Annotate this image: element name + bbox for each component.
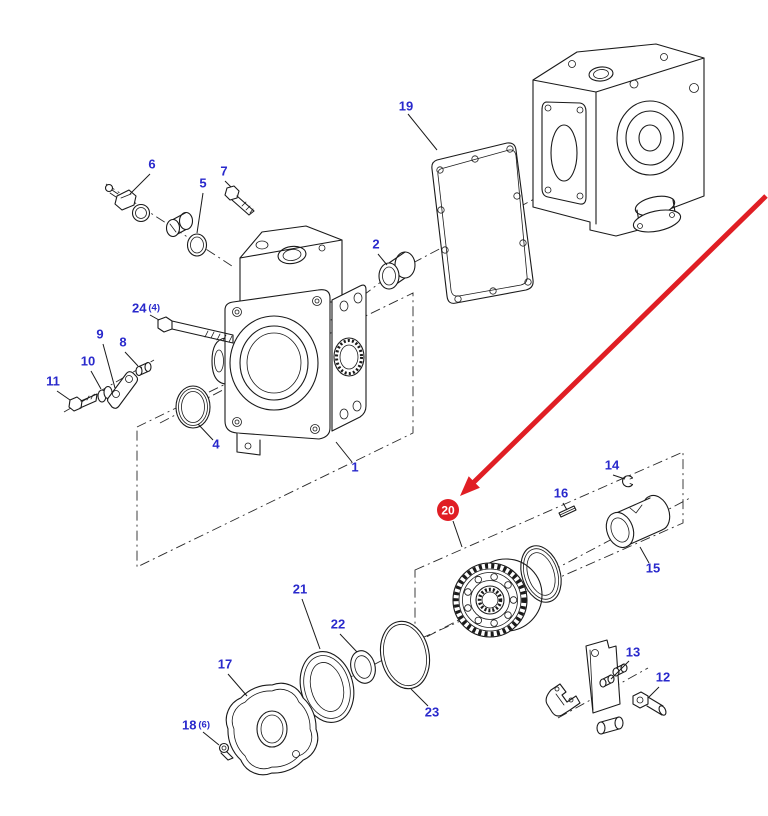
part-label-6: 6	[148, 157, 155, 172]
part-label-16: 16	[554, 486, 568, 501]
part-label-12: 12	[656, 670, 670, 685]
part-23-o-ring	[379, 620, 431, 690]
leader-lines	[56, 113, 660, 746]
part-5-plug	[165, 211, 208, 257]
part-label-19: 19	[399, 99, 413, 114]
part-label-20: 20	[441, 504, 455, 518]
part-16-pin	[558, 505, 577, 518]
part-mounting-bracket-assembly	[545, 639, 667, 735]
part-24-bolt	[157, 316, 234, 344]
part-label-2: 2	[372, 237, 379, 252]
part-17-cam-plate	[225, 682, 319, 776]
part-label-24: 24 (4)	[132, 301, 160, 316]
part-label-18: 18 (6)	[182, 718, 210, 733]
part-9-bracket	[106, 371, 139, 409]
part-clamp-yoke	[545, 683, 581, 717]
part-label-4: 4	[212, 437, 220, 452]
part-21-washer-plate	[299, 651, 355, 723]
part-13-pins	[599, 663, 628, 688]
part-22-ring	[350, 650, 376, 684]
part-19-gasket	[431, 142, 534, 304]
part-label-7: 7	[220, 164, 227, 179]
part-4-seal-ring	[175, 385, 211, 429]
part-label-10: 10	[81, 354, 95, 369]
part-20-highlight-badge	[437, 499, 459, 521]
part-6-plug-fitting	[104, 183, 151, 223]
part-18-screw	[218, 742, 234, 761]
part-20-gear-bearing	[452, 558, 543, 638]
highlight-arrow-shaft	[472, 194, 768, 484]
highlight-arrow	[460, 194, 768, 496]
part-label-21: 21	[293, 582, 307, 597]
part-label-9: 9	[96, 327, 103, 342]
part-label-22: 22	[331, 617, 345, 632]
part-retainer-ring	[520, 545, 562, 603]
part-2-bushing	[378, 251, 416, 290]
part-7-bolt	[224, 185, 255, 216]
part-15-sleeve-bushing	[605, 494, 671, 549]
part-1-pump-housing	[211, 225, 367, 456]
part-14-clip	[622, 475, 634, 488]
highlight-arrowhead	[460, 476, 480, 496]
part-label-17: 17	[218, 657, 232, 672]
part-12-bolt	[632, 691, 667, 716]
part-label-23: 23	[425, 705, 439, 720]
part-label-14: 14	[605, 458, 620, 473]
part-label-15: 15	[646, 561, 660, 576]
part-label-8: 8	[119, 335, 126, 350]
part-8-stud	[135, 361, 152, 377]
part-rear-housing	[532, 43, 705, 237]
part-label-13: 13	[626, 645, 640, 660]
part-11-bolt	[68, 393, 98, 412]
part-label-5: 5	[199, 176, 206, 191]
part-label-11: 11	[46, 374, 60, 389]
part-label-1: 1	[351, 460, 358, 475]
